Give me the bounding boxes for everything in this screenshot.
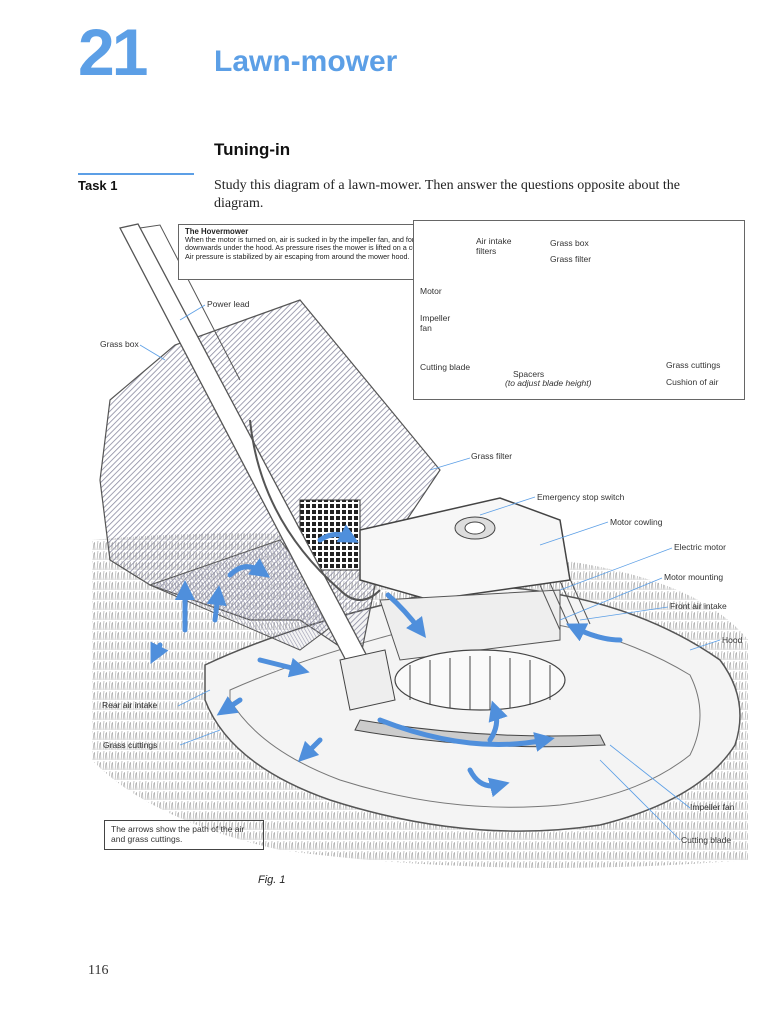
label-inset-impeller-fan: Impeller fan bbox=[420, 313, 451, 333]
label-front-air-intake: Front air intake bbox=[670, 601, 727, 611]
label-inset-cutting-blade: Cutting blade bbox=[420, 362, 471, 372]
task-divider bbox=[78, 173, 194, 175]
label-electric-motor: Electric motor bbox=[674, 542, 726, 552]
label-inset-motor: Motor bbox=[420, 286, 442, 296]
label-hood: Hood bbox=[722, 635, 743, 645]
chapter-number: 21 bbox=[78, 15, 148, 89]
task-label: Task 1 bbox=[78, 178, 118, 193]
label-grass-cuttings: Grass cuttings bbox=[103, 740, 158, 750]
figure-caption: Fig. 1 bbox=[258, 874, 286, 886]
hovermower-title: The Hovermower bbox=[185, 227, 249, 236]
page-number: 116 bbox=[88, 963, 109, 978]
label-inset-grass-cuttings: Grass cuttings bbox=[666, 360, 721, 370]
label-emergency-stop-switch: Emergency stop switch bbox=[537, 492, 625, 502]
label-cutting-blade: Cutting blade bbox=[681, 835, 732, 845]
label-cushion-of-air: Cushion of air bbox=[666, 377, 719, 387]
label-inset-grass-filter: Grass filter bbox=[550, 254, 592, 264]
label-grass-box: Grass box bbox=[100, 339, 139, 349]
arrows-note: The arrows show the path of the air and … bbox=[104, 820, 264, 850]
section-heading: Tuning-in bbox=[214, 140, 291, 159]
label-motor-mounting: Motor mounting bbox=[664, 572, 724, 582]
label-inset-grass-box: Grass box bbox=[550, 238, 589, 248]
label-air-intake-filters: Air intake filters bbox=[476, 236, 512, 256]
label-spacers: Spacers bbox=[513, 369, 545, 379]
label-grass-filter: Grass filter bbox=[471, 451, 513, 461]
label-spacers-note: (to adjust blade height) bbox=[505, 378, 592, 388]
hovermower-text: When the motor is turned on, air is suck… bbox=[185, 235, 454, 261]
label-motor-cowling: Motor cowling bbox=[610, 517, 663, 527]
chapter-title: Lawn-mower bbox=[214, 45, 398, 78]
label-impeller-fan: Impeller fan bbox=[690, 802, 735, 812]
impeller-fan bbox=[394, 649, 566, 711]
inset-frame bbox=[413, 220, 745, 400]
task-instruction: Study this diagram of a lawn-mower. Then… bbox=[214, 178, 680, 211]
label-rear-air-intake: Rear air intake bbox=[102, 700, 158, 710]
label-power-lead: Power lead bbox=[207, 299, 250, 309]
